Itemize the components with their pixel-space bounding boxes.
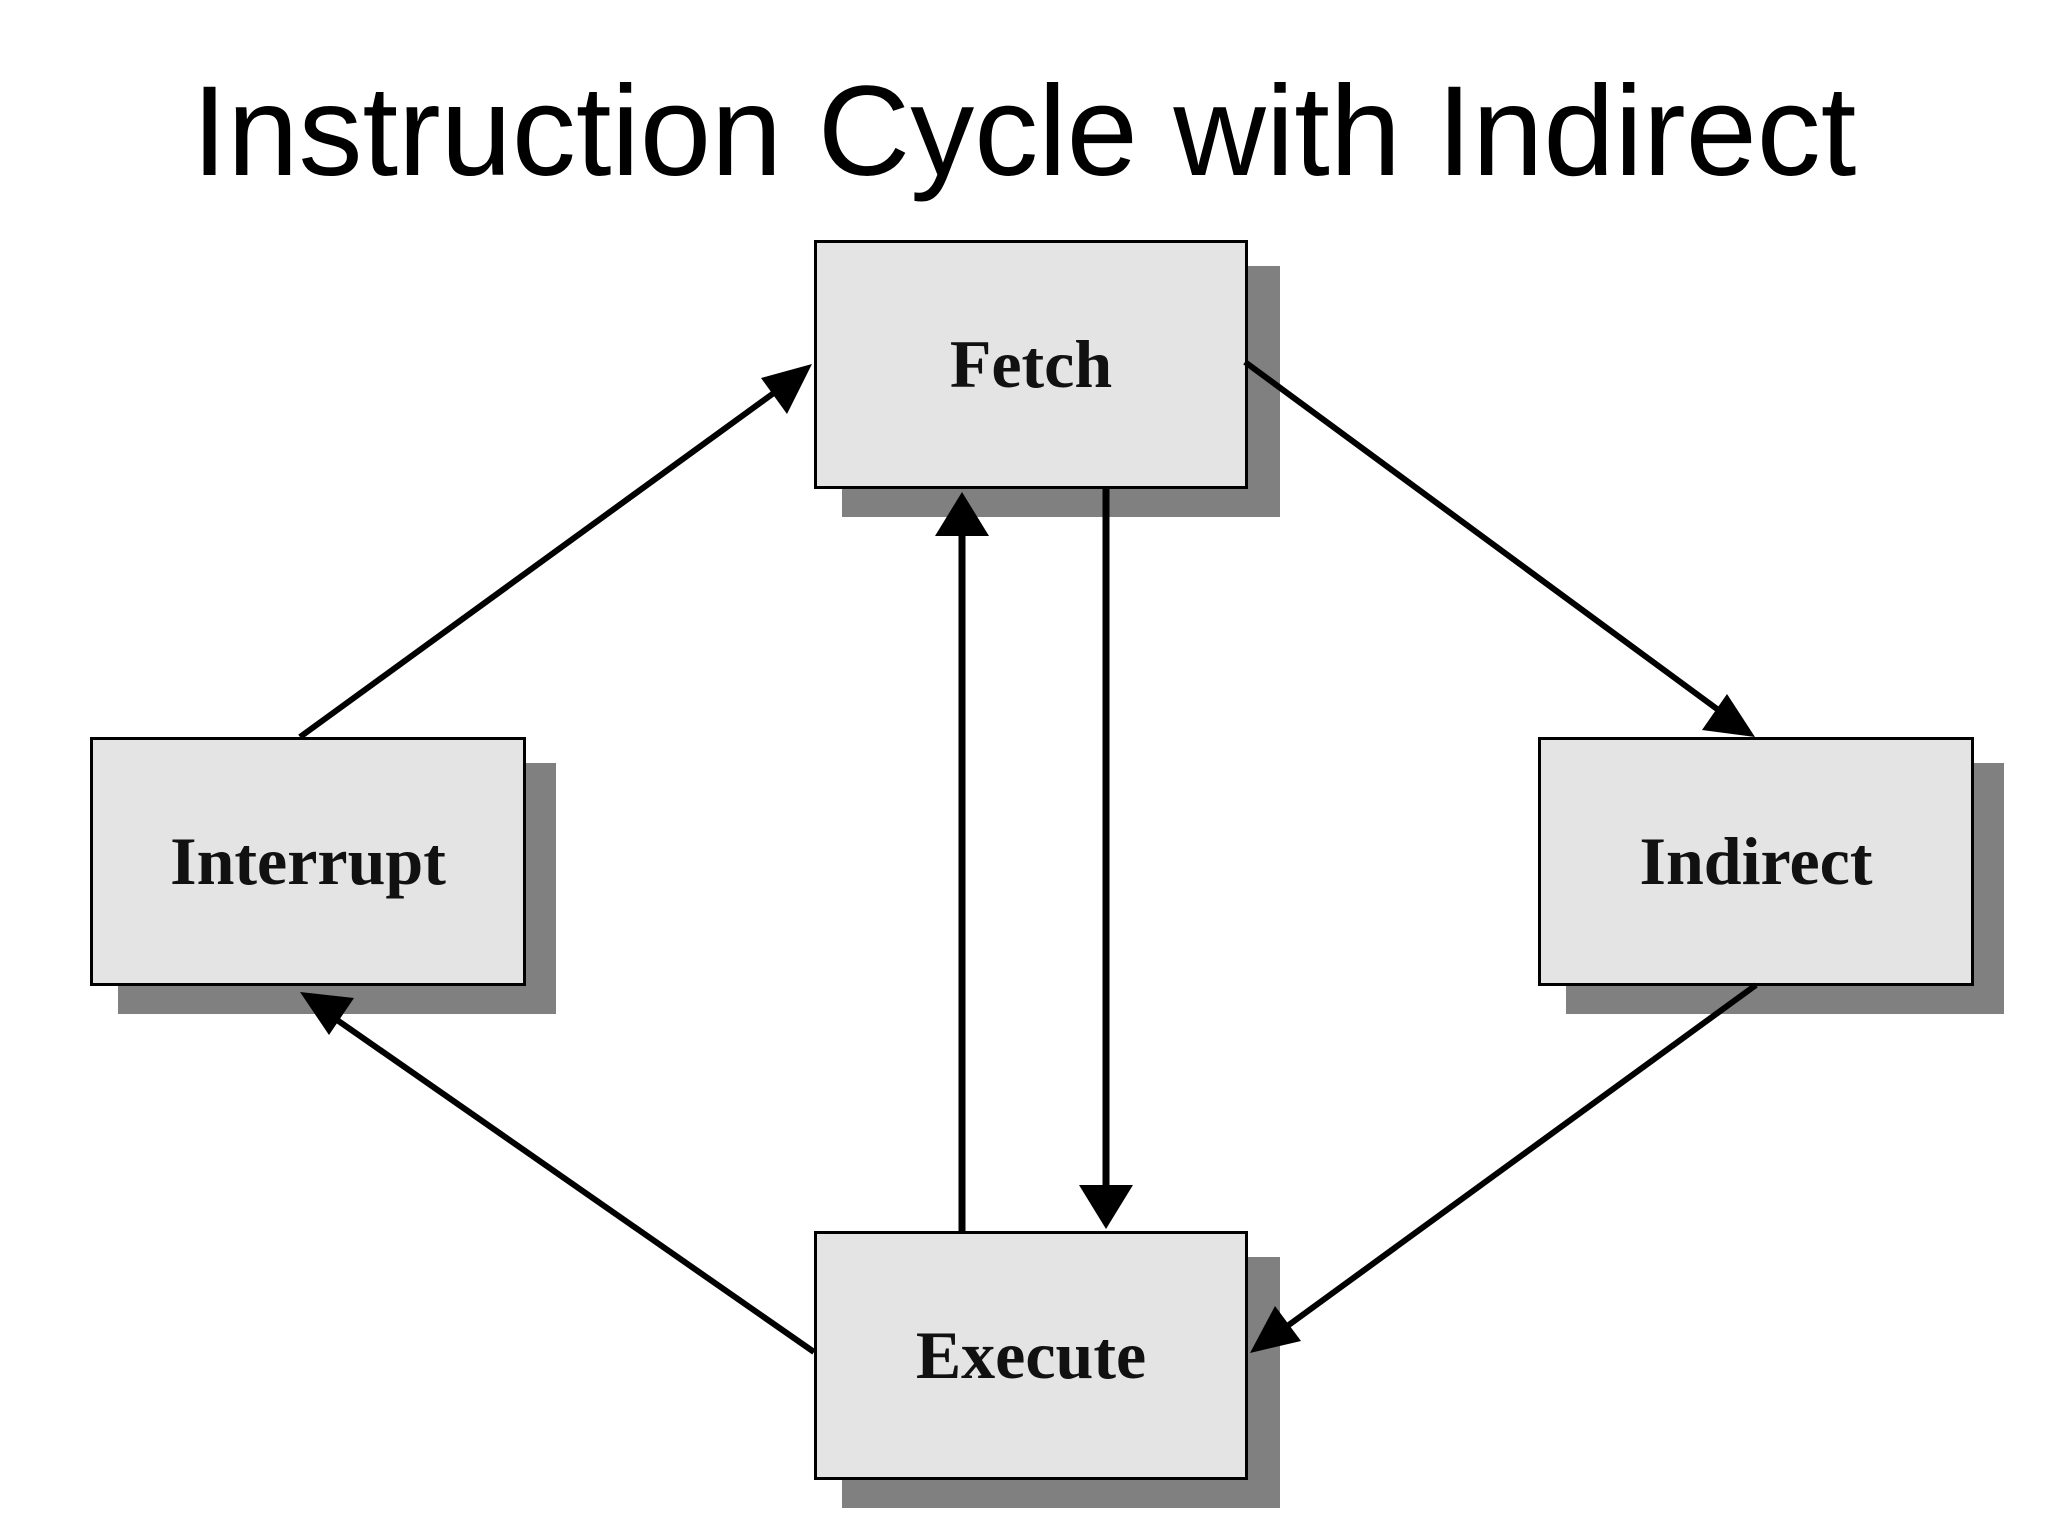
indirect-label: Indirect: [1639, 823, 1873, 899]
indirect-node: Indirect: [1538, 737, 1974, 986]
arrow-fetch-to-indirect: [1243, 359, 1755, 737]
slide-title: Instruction Cycle with Indirect: [191, 60, 1857, 203]
interrupt-node: Interrupt: [90, 737, 526, 986]
fetch-node: Fetch: [814, 240, 1248, 489]
arrow-fetch-to-execute: [1079, 489, 1133, 1229]
execute-node: Execute: [814, 1231, 1248, 1480]
arrow-interrupt-to-fetch: [298, 364, 812, 740]
execute-label: Execute: [915, 1317, 1147, 1393]
arrow-execute-to-interrupt: [300, 992, 816, 1355]
interrupt-label: Interrupt: [170, 823, 446, 899]
arrow-indirect-to-execute: [1250, 982, 1758, 1353]
arrow-execute-to-fetch: [935, 492, 989, 1231]
fetch-label: Fetch: [949, 326, 1113, 402]
